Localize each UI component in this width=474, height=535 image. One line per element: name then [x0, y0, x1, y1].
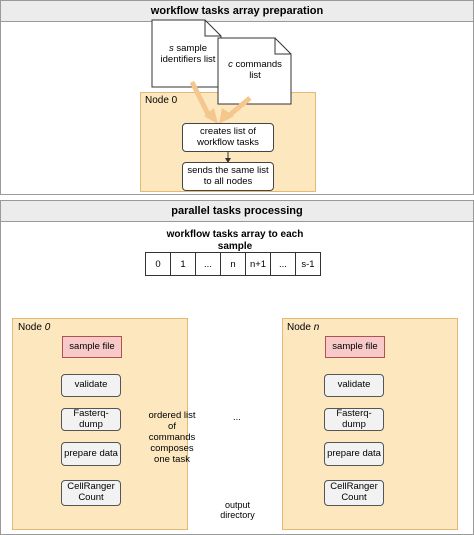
left-step-validate: validate [61, 374, 121, 397]
send-list-box: sends the same list to all nodes [182, 162, 274, 191]
array-cell: 1 [171, 253, 196, 275]
left-node-label: Node 0 [18, 322, 51, 333]
tasks-array: 0 1 ... n n+1 ... s-1 [145, 252, 321, 276]
commands-document-icon [217, 37, 292, 105]
prep-section-title: workflow tasks array preparation [1, 1, 473, 22]
prep-node-label: Node 0 [145, 95, 178, 106]
right-step-validate: validate [324, 374, 384, 397]
create-tasks-box: creates list of workflow tasks [182, 123, 274, 152]
commands-document-label: c commands list [228, 59, 282, 81]
array-cell: ... [271, 253, 296, 275]
right-step-cellranger-count: CellRanger Count [324, 480, 384, 506]
left-step-prepare-data: prepare data [61, 442, 121, 466]
left-sample-file: sample file [62, 336, 122, 358]
middle-ellipsis: ... [233, 412, 241, 423]
right-step-fasterq-dump: Fasterq-dump [324, 408, 384, 431]
steps-annotation: ordered list of commands composes one ta… [148, 410, 196, 465]
left-step-cellranger-count: CellRanger Count [61, 480, 121, 506]
array-cell: s-1 [301, 259, 315, 270]
right-node-label: Node n [287, 322, 320, 333]
parallel-section-title: parallel tasks processing [1, 201, 473, 222]
output-directory-label: output directory [220, 500, 255, 521]
left-step-fasterq-dump: Fasterq-dump [61, 408, 121, 431]
array-cell: ... [196, 253, 221, 275]
right-step-prepare-data: prepare data [324, 442, 384, 466]
samples-document-label: s sample identifiers list [160, 43, 216, 65]
array-caption: workflow tasks array to each sample [166, 229, 304, 252]
array-cell: 0 [146, 253, 171, 275]
array-cell: n+1 [246, 253, 271, 275]
array-cell: n [221, 253, 246, 275]
right-sample-file: sample file [325, 336, 385, 358]
